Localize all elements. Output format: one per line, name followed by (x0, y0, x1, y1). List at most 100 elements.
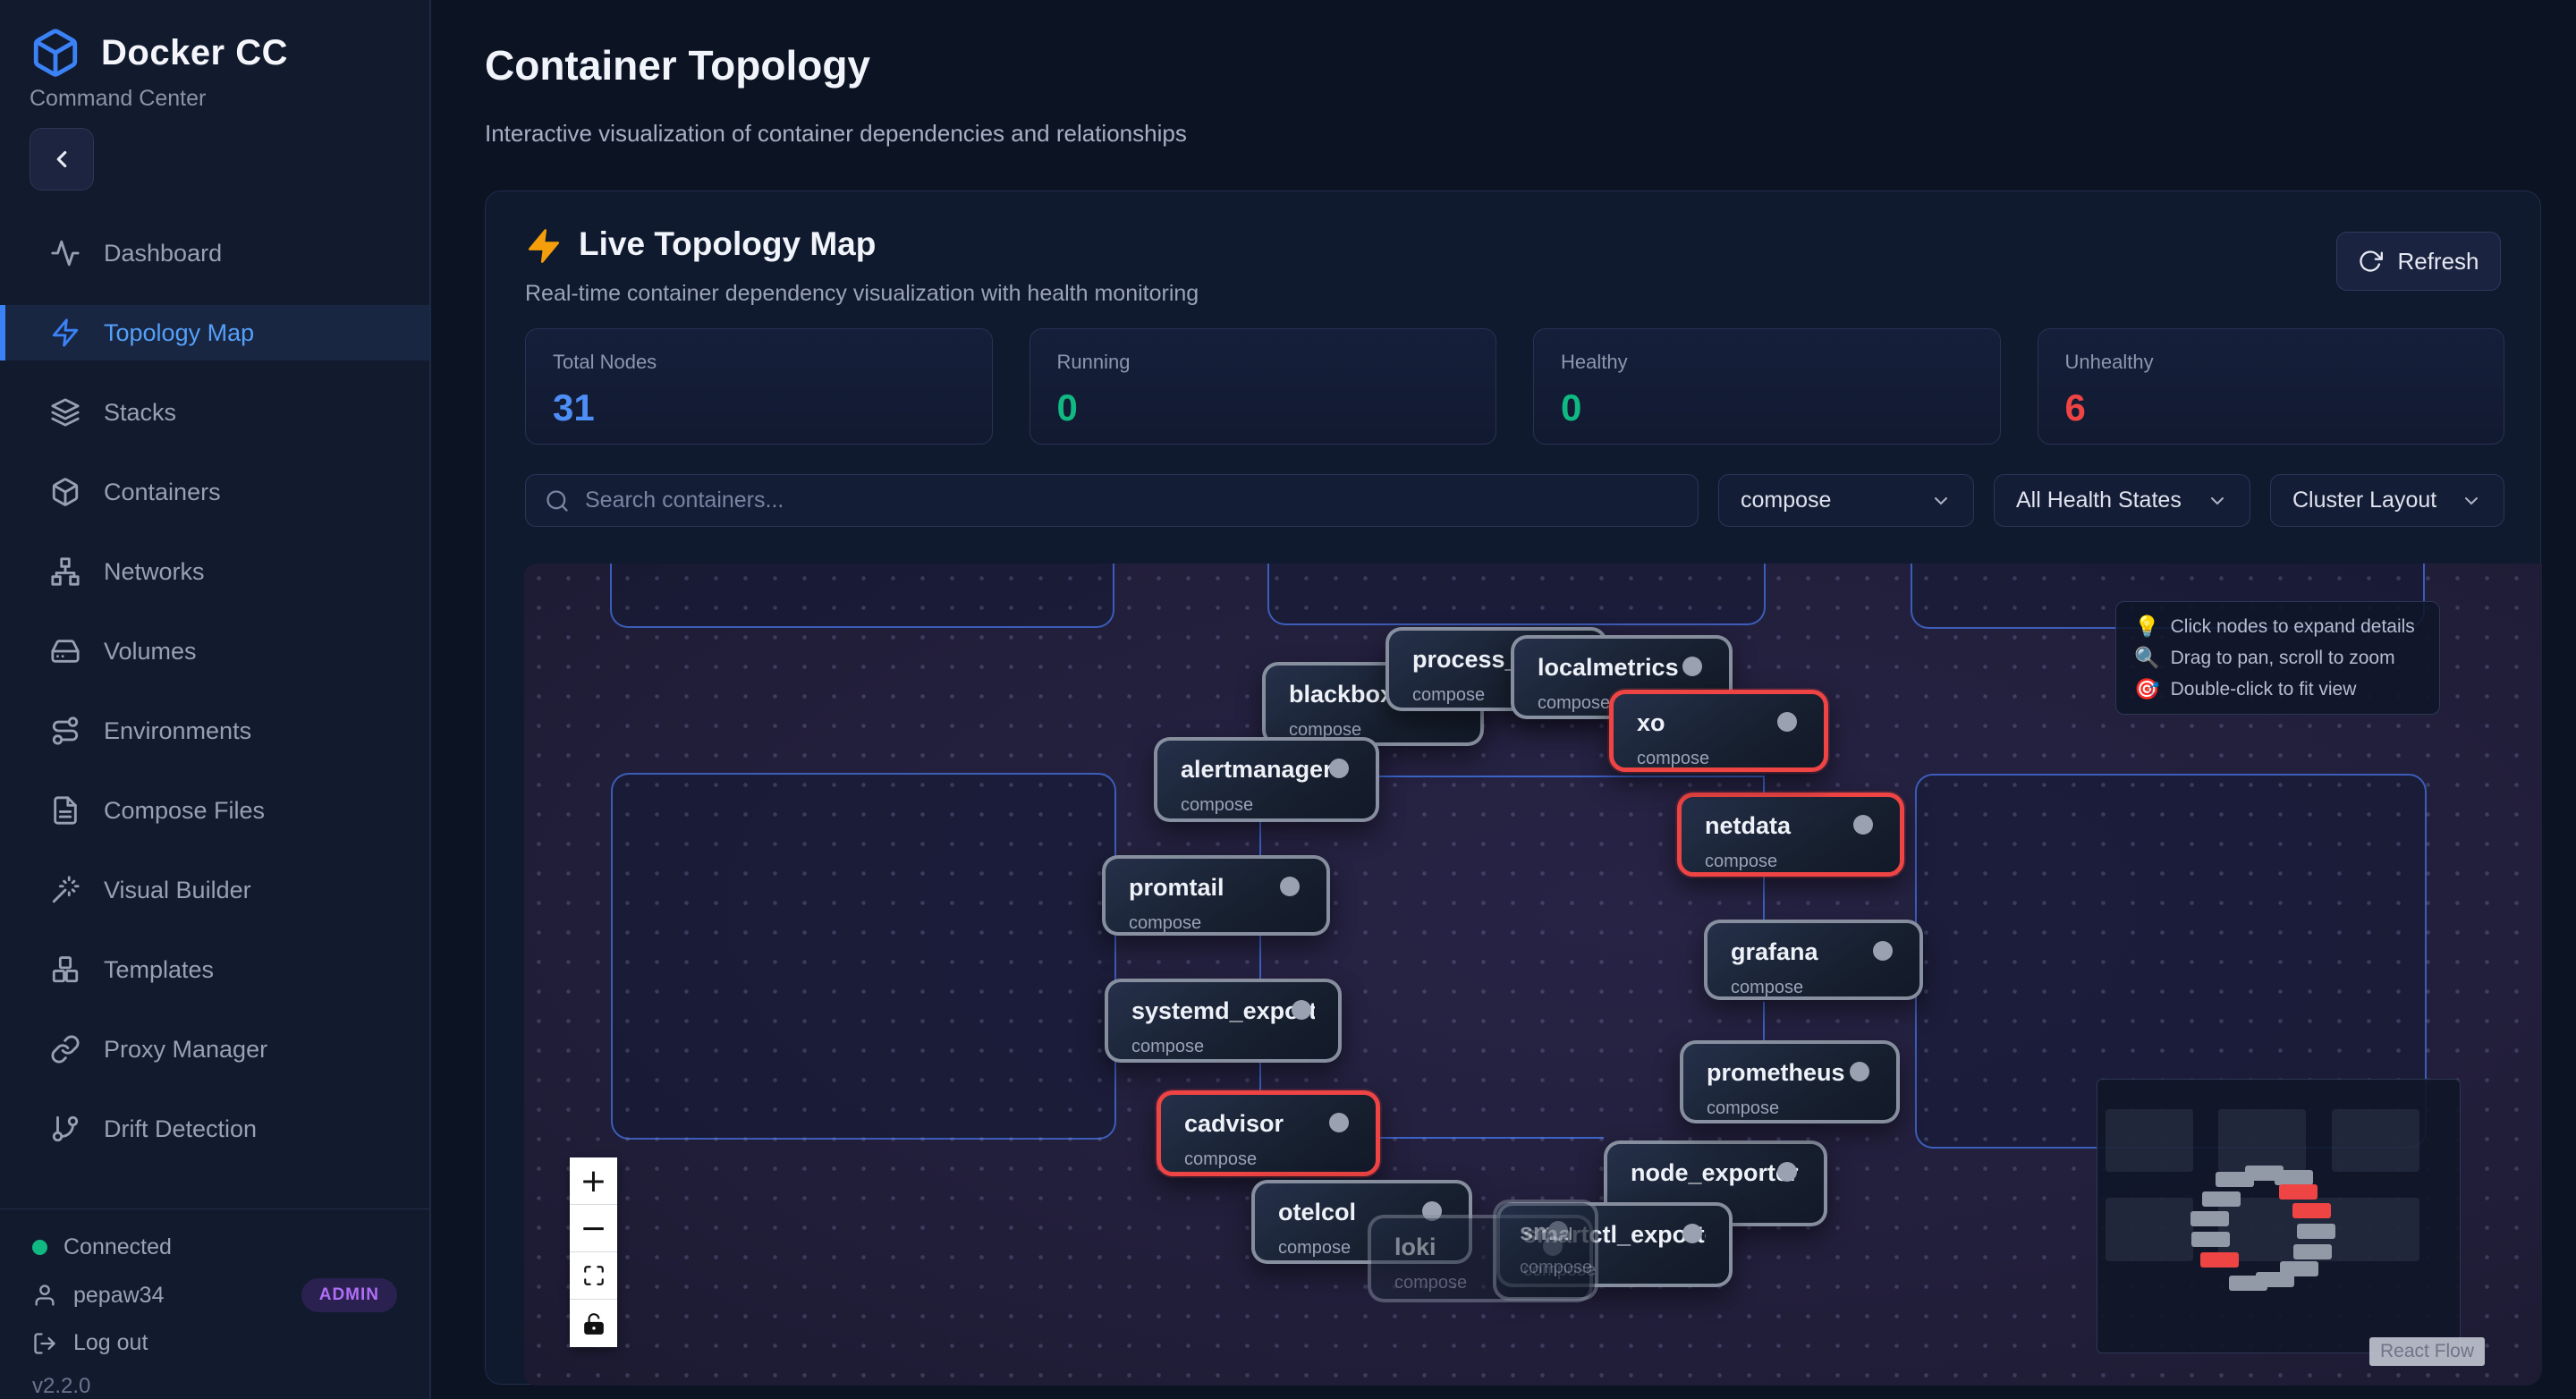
container-node-prometheus[interactable]: prometheus compose (1680, 1040, 1900, 1123)
refresh-button[interactable]: Refresh (2336, 232, 2501, 291)
app-title: Docker CC (101, 32, 289, 72)
minimap-node (2191, 1232, 2230, 1247)
network-filter-value: compose (1741, 488, 1832, 513)
sidebar-item-label: Environments (104, 716, 252, 744)
layout-select-value: Cluster Layout (2292, 488, 2437, 513)
sidebar-item-topology-map[interactable]: Topology Map (0, 305, 429, 360)
node-stack-label: compose (1538, 693, 1611, 713)
sidebar-footer: Connected pepaw34 ADMIN Log out v2.2.0 (0, 1208, 429, 1399)
sidebar-item-label: Drift Detection (104, 1115, 258, 1142)
stats-row: Total Nodes 31 Running 0 Healthy 0 Unhea… (525, 328, 2504, 445)
sidebar-nav: Dashboard Topology Map Stacks Containers… (0, 225, 429, 1181)
stat-card: Unhealthy 6 (2037, 328, 2504, 445)
zoom-in-button[interactable]: + (570, 1157, 617, 1205)
wand-icon (50, 875, 80, 905)
username: pepaw34 (73, 1282, 165, 1308)
node-status-dot-icon (1280, 877, 1300, 896)
node-stack-label: compose (1181, 795, 1254, 815)
container-node-systemd_exporter[interactable]: systemd_exporter compose (1105, 979, 1342, 1063)
hard-drive-icon (50, 636, 80, 666)
minimap-node (2190, 1211, 2229, 1226)
container-node-smartctl[interactable]: smartctl compose (1493, 1200, 1598, 1301)
node-title: node_exporter (1631, 1159, 1799, 1186)
panel-title: Live Topology Map (579, 225, 877, 262)
layout-select[interactable]: Cluster Layout (2270, 474, 2504, 527)
stat-value: 0 (1561, 386, 1582, 428)
node-stack-label: compose (1289, 720, 1362, 740)
node-stack-label: compose (1278, 1238, 1352, 1258)
user-row: pepaw34 ADMIN (32, 1278, 397, 1312)
minimap-node (2297, 1224, 2335, 1239)
zap-icon (525, 227, 563, 265)
minimap-node (2279, 1184, 2318, 1200)
filter-row: compose All Health States Cluster Layout (525, 474, 2504, 527)
minimap-node (2229, 1276, 2267, 1291)
node-title: promtail (1129, 874, 1224, 901)
container-node-xo[interactable]: xo compose (1609, 690, 1828, 772)
container-node-promtail[interactable]: promtail compose (1102, 855, 1330, 936)
fit-view-button[interactable] (570, 1252, 617, 1300)
sidebar-item-templates[interactable]: Templates (0, 942, 429, 997)
connection-status-label: Connected (64, 1234, 172, 1259)
cluster-outline (610, 564, 1114, 628)
container-node-cadvisor[interactable]: cadvisor compose (1157, 1090, 1380, 1176)
container-node-alertmanager[interactable]: alertmanager compose (1154, 737, 1379, 822)
stat-card: Total Nodes 31 (525, 328, 993, 445)
reactflow-attribution[interactable]: React Flow (2369, 1337, 2486, 1366)
sidebar-item-label: Templates (104, 955, 215, 983)
topology-canvas[interactable]: 💡 Click nodes to expand details 🔍 Drag t… (524, 564, 2542, 1386)
legend-icon: 🎯 (2134, 677, 2160, 700)
search-input[interactable] (525, 474, 1699, 527)
sidebar-item-drift-detection[interactable]: Drift Detection (0, 1101, 429, 1157)
graph-minimap[interactable] (2097, 1079, 2461, 1353)
sidebar-item-proxy-manager[interactable]: Proxy Manager (0, 1022, 429, 1077)
legend-icon: 💡 (2134, 615, 2160, 638)
container-node-grafana[interactable]: grafana compose (1704, 920, 1923, 1000)
health-filter-select[interactable]: All Health States (1994, 474, 2250, 527)
docker-cc-logo-icon (30, 27, 81, 79)
node-title: loki (1394, 1234, 1436, 1260)
sidebar-item-dashboard[interactable]: Dashboard (0, 225, 429, 281)
sidebar-item-label: Volumes (104, 637, 197, 665)
network-filter-select[interactable]: compose (1718, 474, 1974, 527)
sidebar-item-stacks[interactable]: Stacks (0, 385, 429, 440)
node-status-dot-icon (1853, 815, 1873, 835)
sidebar-item-compose-files[interactable]: Compose Files (0, 783, 429, 838)
node-title: prometheus (1707, 1059, 1845, 1086)
container-node-netdata[interactable]: netdata compose (1677, 793, 1904, 877)
refresh-label: Refresh (2397, 247, 2479, 275)
stat-value: 6 (2064, 386, 2086, 428)
route-icon (50, 716, 80, 746)
link-icon (50, 1034, 80, 1064)
sidebar-item-label: Stacks (104, 398, 177, 426)
dependency-edge (1377, 776, 1765, 777)
user-icon (32, 1283, 57, 1308)
cluster-outline (611, 773, 1116, 1140)
page-subtitle: Interactive visualization of container d… (485, 120, 1187, 147)
node-title: otelcol (1278, 1199, 1357, 1225)
node-stack-label: compose (1129, 913, 1202, 933)
lock-button[interactable] (570, 1300, 617, 1347)
role-badge: ADMIN (301, 1278, 397, 1312)
node-title: systemd_exporter (1131, 997, 1315, 1024)
sidebar-item-networks[interactable]: Networks (0, 544, 429, 599)
node-stack-label: compose (1637, 749, 1710, 768)
zoom-out-button[interactable]: − (570, 1205, 617, 1252)
node-status-dot-icon (1329, 759, 1349, 778)
connection-status: Connected (32, 1234, 397, 1260)
sidebar-item-volumes[interactable]: Volumes (0, 623, 429, 679)
panel-subtitle: Real-time container dependency visualiza… (525, 281, 1199, 306)
stat-label: Running (1056, 351, 1131, 373)
sidebar-collapse-button[interactable] (30, 128, 94, 191)
sidebar-item-label: Proxy Manager (104, 1035, 268, 1063)
dependency-edge (1259, 822, 1261, 855)
sidebar-item-environments[interactable]: Environments (0, 703, 429, 759)
node-title: alertmanager (1181, 756, 1333, 783)
chevron-down-icon (2465, 496, 2478, 504)
sidebar-item-containers[interactable]: Containers (0, 464, 429, 520)
stat-card: Running 0 (1029, 328, 1496, 445)
logout-button[interactable]: Log out (32, 1330, 397, 1356)
sidebar-item-visual-builder[interactable]: Visual Builder (0, 862, 429, 918)
dependency-edge (1763, 877, 1765, 920)
node-status-dot-icon (1682, 1224, 1702, 1243)
